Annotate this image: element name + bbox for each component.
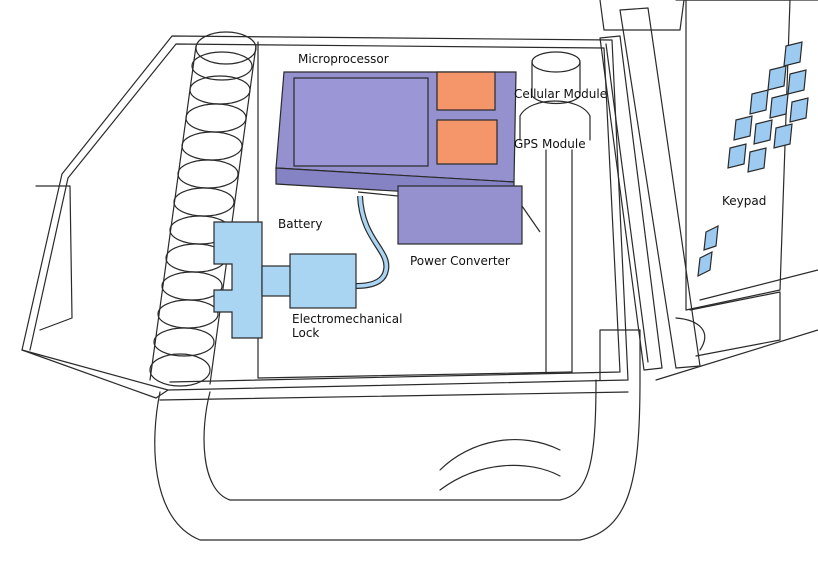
shackle-loop bbox=[154, 317, 706, 541]
antenna-modules bbox=[519, 51, 591, 373]
label-cellular-module: Cellular Module bbox=[514, 87, 608, 101]
label-electromechanical-lock: Electromechanical Lock bbox=[292, 312, 402, 340]
roller-hinge bbox=[149, 31, 257, 387]
label-power-converter: Power Converter bbox=[410, 254, 510, 268]
keypad-keys bbox=[697, 41, 809, 278]
cellular-chip bbox=[436, 71, 496, 111]
microprocessor-board bbox=[275, 71, 517, 199]
label-microprocessor: Microprocessor bbox=[298, 52, 389, 66]
gps-chip bbox=[436, 119, 498, 165]
battery-cable bbox=[355, 195, 390, 289]
label-electromechanical-lock-line1: Electromechanical bbox=[292, 312, 403, 326]
keypad-panel bbox=[599, 0, 818, 381]
label-battery: Battery bbox=[278, 217, 323, 231]
electromechanical-lock bbox=[213, 221, 357, 339]
power-converter bbox=[357, 185, 541, 245]
case-base bbox=[21, 35, 629, 401]
lid-hinge bbox=[599, 35, 663, 371]
label-keypad: Keypad bbox=[722, 194, 767, 208]
label-gps-module: GPS Module bbox=[514, 137, 586, 151]
label-electromechanical-lock-line2: Lock bbox=[292, 326, 320, 340]
